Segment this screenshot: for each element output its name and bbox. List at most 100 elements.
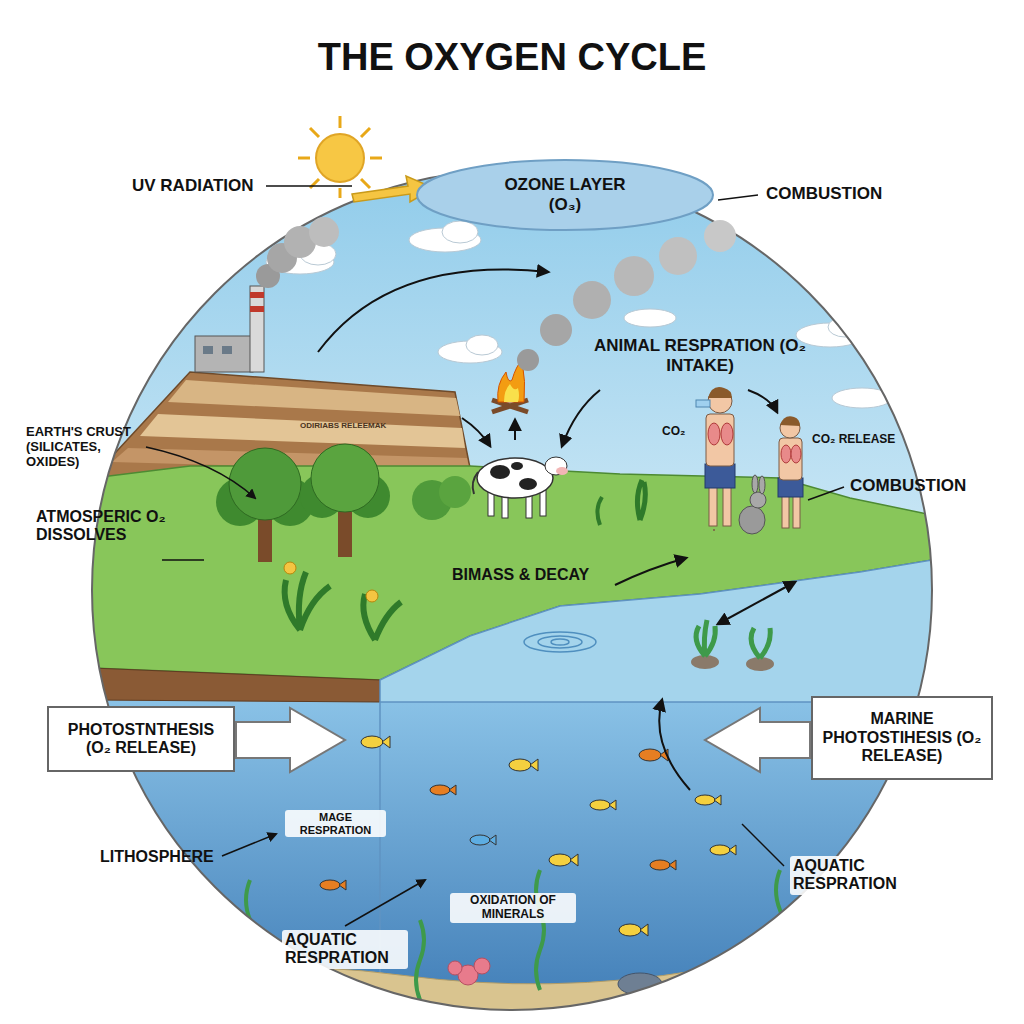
sun-ray bbox=[339, 188, 342, 198]
leader-line bbox=[808, 487, 844, 500]
cloud bbox=[466, 335, 498, 355]
fish-body bbox=[430, 785, 450, 795]
flower bbox=[284, 562, 296, 574]
process-label: AQUATIC RESPRATION bbox=[790, 856, 916, 895]
pond-plant bbox=[696, 620, 715, 656]
fish-tail bbox=[609, 800, 616, 810]
fish bbox=[590, 800, 616, 810]
torso bbox=[779, 438, 802, 480]
sun-ray bbox=[361, 128, 370, 137]
process-box: PHOTOSTNTHESIS (O₂ RELEASE) bbox=[47, 706, 235, 772]
cycle-arrow bbox=[615, 558, 686, 585]
cycle-arrow bbox=[318, 269, 548, 352]
clouds bbox=[266, 221, 892, 408]
node-text: OZONE LAYER (O₃) bbox=[498, 175, 633, 214]
smoke-puff bbox=[614, 256, 654, 296]
leg bbox=[782, 495, 789, 528]
lung bbox=[781, 445, 791, 463]
process-label: ANIMAL RESPRATION (O₂ INTAKE) bbox=[590, 336, 810, 375]
leader-lines bbox=[146, 186, 844, 926]
cow bbox=[473, 457, 568, 518]
cycle-arrow bbox=[562, 390, 600, 446]
lung bbox=[721, 423, 733, 445]
soil-edge bbox=[92, 668, 380, 702]
fish bbox=[361, 736, 390, 748]
sea-rock bbox=[704, 982, 736, 998]
cow-spot bbox=[511, 462, 523, 470]
leg bbox=[793, 495, 800, 528]
node-text: MARINE PHOTOSTIHESIS (O₂ RELEASE) bbox=[821, 710, 983, 765]
person-large bbox=[696, 387, 735, 531]
fish-body bbox=[710, 845, 730, 855]
seaweed-strand bbox=[246, 880, 254, 1000]
factory-building bbox=[195, 336, 253, 372]
process-label: UV RADIATION bbox=[132, 176, 254, 196]
process-label: MAGE RESPRATION bbox=[285, 810, 386, 837]
fish-tail bbox=[382, 736, 390, 748]
cow-spot bbox=[490, 465, 510, 479]
rabbit-head bbox=[750, 492, 766, 508]
coral bbox=[448, 958, 490, 985]
leader-line bbox=[742, 824, 784, 866]
process-label: OXIDATION OF MINERALS bbox=[450, 893, 576, 923]
rock-inscription: ODIRIABS RELEEMAK bbox=[300, 421, 386, 430]
chimney-stripe bbox=[250, 306, 264, 312]
fish-tail bbox=[449, 785, 456, 795]
rock-layer bbox=[168, 380, 460, 416]
flame-core bbox=[504, 384, 519, 402]
leader-line bbox=[718, 195, 758, 200]
process-label: AQUATIC RESPRATION bbox=[282, 930, 408, 969]
cloud bbox=[832, 388, 892, 408]
chimney-stripe bbox=[250, 292, 264, 298]
shorts bbox=[778, 478, 803, 497]
cow-body bbox=[477, 458, 553, 498]
fish bbox=[695, 795, 721, 805]
cow-head bbox=[545, 457, 567, 475]
fish-body bbox=[509, 759, 531, 771]
lung bbox=[791, 445, 801, 463]
fish-tail bbox=[530, 759, 538, 771]
smoke-puff bbox=[573, 281, 611, 319]
process-label: ATMOSPERIC O₂ DISSOLVES bbox=[36, 508, 176, 545]
globe-scene bbox=[80, 160, 950, 1024]
fish-body bbox=[361, 736, 383, 748]
fish-tail bbox=[339, 880, 346, 890]
node-text: PHOTOSTNTHESIS (O₂ RELEASE) bbox=[57, 721, 225, 758]
whirlpool bbox=[524, 632, 596, 652]
bush bbox=[439, 476, 471, 508]
ripple bbox=[551, 639, 569, 645]
trees bbox=[216, 444, 471, 562]
region-label: EARTH'S CRUST (SILICATES, OXIDES) bbox=[26, 425, 150, 470]
seaweed-strand bbox=[776, 870, 784, 990]
cow-tail bbox=[473, 472, 478, 494]
cow-leg bbox=[540, 490, 546, 516]
cow-muzzle bbox=[556, 467, 568, 475]
person-small bbox=[778, 416, 803, 528]
leafy-plant bbox=[285, 572, 330, 630]
smoke-puff bbox=[540, 314, 572, 346]
foot bbox=[713, 529, 715, 531]
process-label: BIMASS & DECAY bbox=[452, 566, 589, 584]
cycle-arrow bbox=[462, 418, 490, 446]
leader-line bbox=[266, 185, 352, 187]
fish-body bbox=[695, 795, 715, 805]
fish-body bbox=[470, 835, 490, 845]
ellipse-shape bbox=[417, 160, 713, 230]
fish bbox=[639, 749, 668, 761]
sun-ray bbox=[339, 116, 342, 128]
fish-tail bbox=[729, 845, 736, 855]
fish bbox=[650, 860, 676, 870]
tree-canopy bbox=[311, 444, 379, 512]
sky bbox=[80, 160, 950, 720]
seaweed bbox=[246, 870, 864, 1000]
seabed bbox=[80, 959, 950, 1024]
rabbit-body bbox=[739, 506, 765, 534]
fish bbox=[320, 880, 346, 890]
leader-line bbox=[345, 880, 425, 926]
sun-ray bbox=[370, 157, 382, 160]
cycle-arrow bbox=[718, 582, 795, 624]
smoke-puff bbox=[309, 217, 339, 247]
plants bbox=[284, 480, 645, 640]
cow-spot bbox=[519, 478, 537, 490]
lung bbox=[708, 423, 720, 445]
